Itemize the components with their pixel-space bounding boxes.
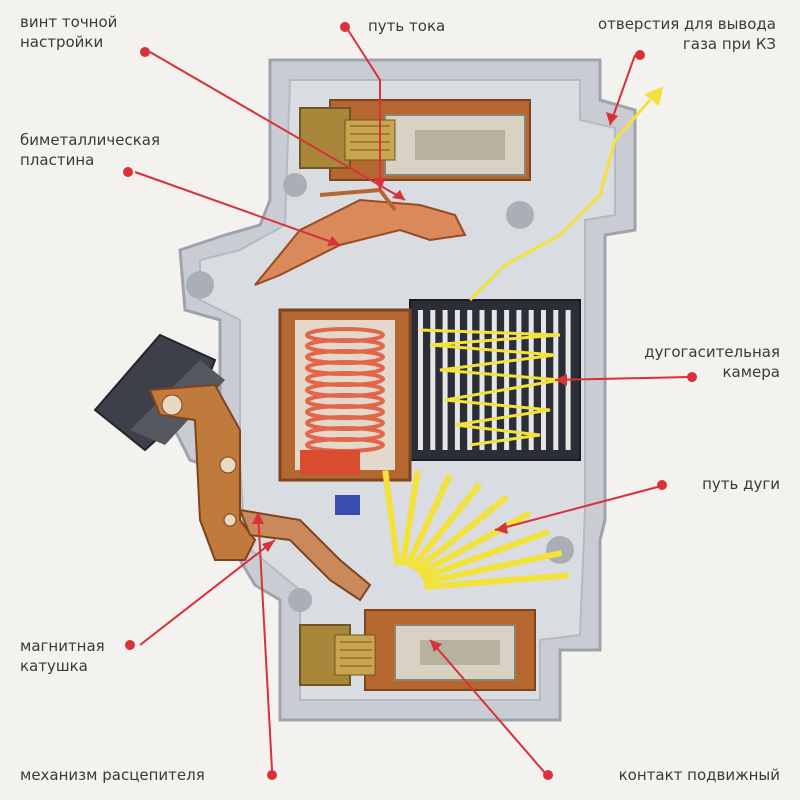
coil-turns	[305, 327, 385, 453]
bottom-terminal	[299, 609, 536, 691]
leader-arrowheads	[252, 112, 618, 652]
label-current-path: путь тока	[368, 17, 446, 35]
gas-vent-arrow	[644, 86, 664, 106]
arc-ray	[404, 473, 453, 568]
label-moving-contact: контакт подвижный	[618, 766, 780, 784]
label-bimetal: биметаллическая пластина	[20, 131, 161, 169]
arc-plate	[479, 310, 485, 450]
leader-arc-chamber	[554, 376, 689, 381]
leader-current-path	[347, 29, 381, 190]
arc-plate	[516, 310, 522, 450]
leader-gas-vents	[609, 54, 636, 126]
label-magnetic-coil: магнитная катушка	[20, 637, 105, 675]
label-release-mechanism: механизм расцепителя	[20, 766, 205, 784]
label-arc-chamber: дугогасительная камера	[644, 343, 780, 381]
arc-ray	[382, 470, 401, 566]
arc-plate	[491, 310, 497, 450]
trip-mechanism	[148, 383, 372, 602]
arc-ray	[413, 494, 509, 573]
leader-magnetic-coil	[139, 539, 276, 646]
leader-lines	[134, 29, 689, 774]
magnetic-coil	[278, 308, 412, 482]
arc-plate	[454, 310, 460, 450]
arc-plate	[418, 310, 423, 450]
arc-ray	[420, 529, 550, 581]
arc-plate	[467, 310, 473, 450]
current-path-arc-runner	[468, 99, 652, 302]
leader-bimetal	[134, 171, 341, 246]
leader-release-mechanism	[257, 511, 273, 771]
leader-arc-path	[494, 484, 666, 531]
arc-ray	[399, 470, 421, 566]
arc-rays	[382, 470, 569, 590]
arc-ray	[417, 510, 532, 577]
leader-moving-contact	[429, 639, 546, 774]
arc-ray	[424, 572, 569, 590]
label-gas-vents: отверстия для вывода газа при КЗ	[597, 15, 776, 53]
label-arc-path: путь дуги	[702, 475, 780, 493]
arc-ray	[409, 482, 483, 570]
top-terminal	[299, 99, 531, 181]
arc-plate	[442, 310, 448, 450]
arc-plate	[528, 310, 534, 450]
arc-plate	[504, 310, 510, 450]
arc-ray	[423, 549, 563, 586]
arc-plate	[430, 310, 436, 450]
label-adjust-screw: винт точной настройки	[20, 13, 118, 51]
leader-adjust-screw	[149, 51, 406, 201]
leader-dots	[123, 22, 697, 780]
